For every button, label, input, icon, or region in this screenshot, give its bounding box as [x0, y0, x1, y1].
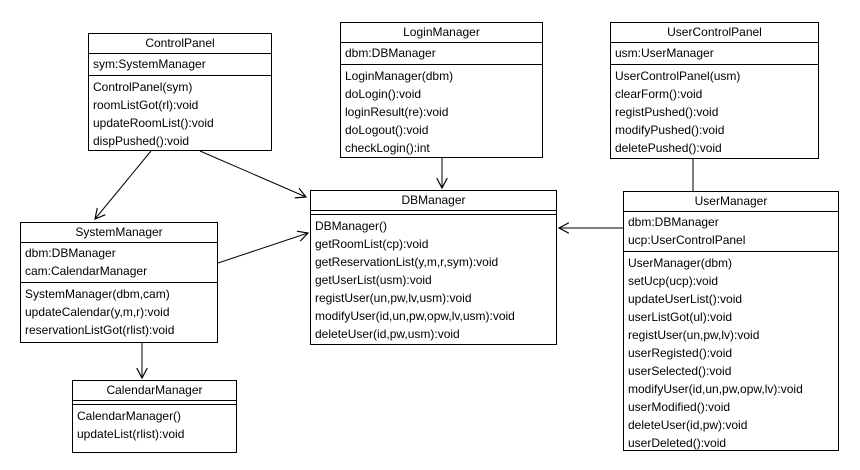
method: UserManager(dbm) [628, 256, 733, 270]
method: updateRoomList():void [93, 116, 214, 130]
class-title: CalendarManager [73, 381, 236, 401]
class-controlpanel: ControlPanel sym:SystemManager ControlPa… [88, 33, 272, 151]
method: loginResult(re):void [345, 105, 449, 119]
method: doLogin():void [345, 87, 422, 101]
method: userDeleted():void [628, 436, 727, 450]
class-title: ControlPanel [89, 34, 271, 54]
class-title: UserManager [624, 192, 838, 212]
class-usermanager: UserManager dbm:DBManager ucp:UserContro… [623, 191, 839, 451]
association-controlpanel-systemmanager [94, 150, 152, 220]
attribute: dbm:DBManager [25, 246, 116, 260]
method: deleteUser(id,pw):void [628, 418, 748, 432]
method: modifyUser(id,un,pw,opw,lv):void [628, 382, 803, 396]
class-loginmanager: LoginManager dbm:DBManager LoginManager(… [340, 22, 543, 158]
method: updateList(rlist):void [77, 427, 185, 441]
method: modifyPushed():void [615, 123, 725, 137]
method: DBManager() [315, 219, 388, 233]
class-title: SystemManager [21, 223, 217, 243]
method: userModified():void [628, 400, 731, 414]
class-calendarmanager: CalendarManager CalendarManager() update… [72, 380, 237, 453]
attributes-compartment: sym:SystemManager [89, 54, 271, 76]
attributes-compartment: dbm:DBManager ucp:UserControlPanel [624, 212, 838, 252]
method: modifyUser(id,un,pw,opw,lv,usm):void [315, 309, 515, 323]
method: getReservationList(y,m,r,sym):void [315, 255, 499, 269]
method: dispPushed():void [93, 134, 190, 148]
method: getUserList(usm):void [315, 273, 432, 287]
class-dbmanager: DBManager DBManager() getRoomList(cp):vo… [310, 190, 557, 345]
attributes-compartment: dbm:DBManager [341, 43, 542, 65]
method: deleteUser(id,pw,usm):void [315, 327, 460, 341]
methods-compartment: ControlPanel(sym) roomListGot(rl):void u… [89, 76, 271, 152]
methods-compartment: DBManager() getRoomList(cp):void getRese… [311, 215, 556, 345]
methods-compartment: UserControlPanel(usm) clearForm():void r… [611, 65, 818, 159]
method: getRoomList(cp):void [315, 237, 429, 251]
method: registUser(un,pw,lv):void [628, 328, 760, 342]
association-systemmanager-dbmanager [217, 230, 310, 264]
method: SystemManager(dbm,cam) [25, 287, 170, 301]
association-controlpanel-dbmanager [199, 150, 308, 199]
attributes-compartment-empty [311, 211, 556, 215]
attribute: cam:CalendarManager [25, 264, 148, 278]
method: doLogout():void [345, 123, 429, 137]
method: updateCalendar(y,m,r):void [25, 305, 170, 319]
method: reservationListGot(rlist):void [25, 323, 175, 337]
method: deletePushed():void [615, 141, 722, 155]
method: registPushed():void [615, 105, 719, 119]
method: checkLogin():int [345, 141, 430, 155]
methods-compartment: LoginManager(dbm) doLogin():void loginRe… [341, 65, 542, 159]
attributes-compartment: usm:UserManager [611, 43, 818, 65]
class-title: DBManager [311, 191, 556, 211]
class-usercontrolpanel: UserControlPanel usm:UserManager UserCon… [610, 22, 819, 159]
class-systemmanager: SystemManager dbm:DBManager cam:Calendar… [20, 222, 218, 343]
method: UserControlPanel(usm) [615, 69, 741, 83]
method: userSelected():void [628, 364, 732, 378]
method: roomListGot(rl):void [93, 98, 199, 112]
method: LoginManager(dbm) [345, 69, 454, 83]
attribute: dbm:DBManager [345, 46, 436, 60]
class-title: UserControlPanel [611, 23, 818, 43]
class-title: LoginManager [341, 23, 542, 43]
methods-compartment: UserManager(dbm) setUcp(ucp):void update… [624, 252, 838, 454]
methods-compartment: SystemManager(dbm,cam) updateCalendar(y,… [21, 283, 217, 341]
attributes-compartment: dbm:DBManager cam:CalendarManager [21, 243, 217, 283]
method: setUcp(ucp):void [628, 274, 719, 288]
method: clearForm():void [615, 87, 703, 101]
attribute: ucp:UserControlPanel [628, 233, 746, 247]
method: ControlPanel(sym) [93, 80, 193, 94]
methods-compartment: CalendarManager() updateList(rlist):void [73, 405, 236, 445]
method: registUser(un,pw,lv,usm):void [315, 291, 472, 305]
attributes-compartment-empty [73, 401, 236, 405]
attribute: sym:SystemManager [93, 57, 206, 71]
method: userListGot(ul):void [628, 310, 733, 324]
method: userRegisted():void [628, 346, 733, 360]
method: CalendarManager() [77, 409, 182, 423]
attribute: dbm:DBManager [628, 215, 719, 229]
method: updateUserList():void [628, 292, 743, 306]
attribute: usm:UserManager [615, 46, 714, 60]
